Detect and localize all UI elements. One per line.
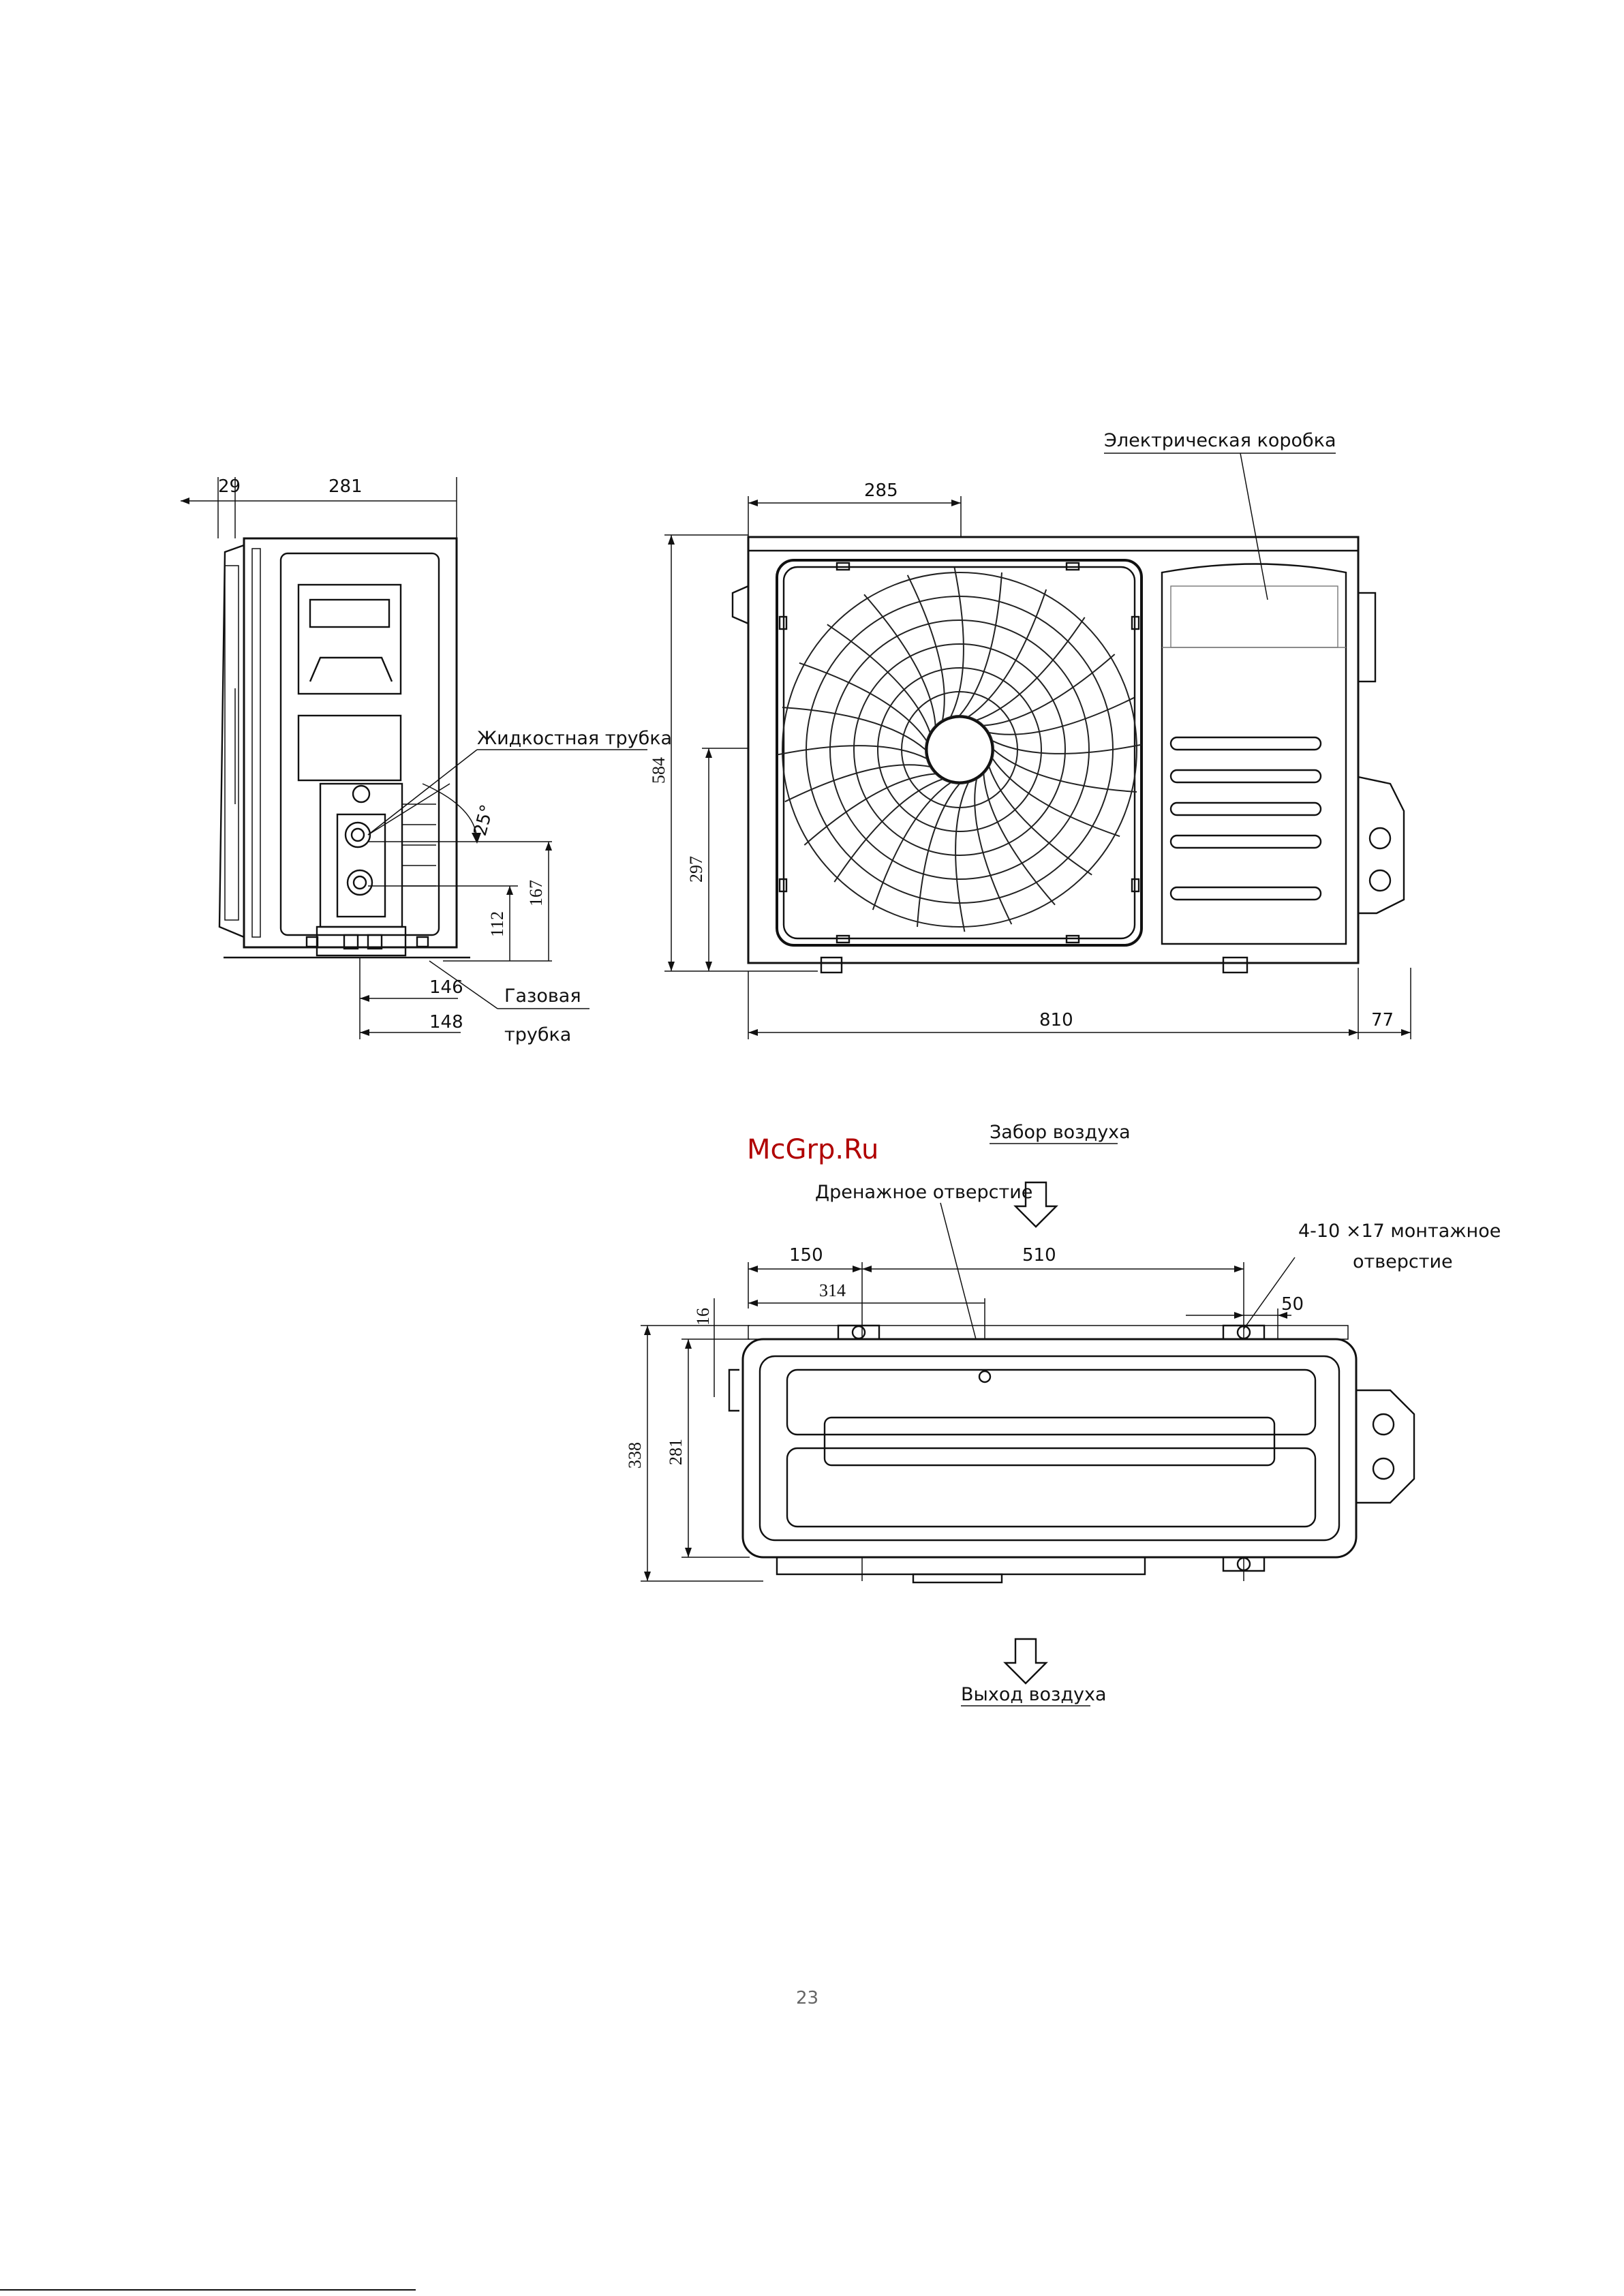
dim-25-degrees: 25° bbox=[470, 803, 498, 838]
dim-150: 150 bbox=[789, 1245, 823, 1266]
dim-167: 167 bbox=[526, 880, 546, 906]
label-gas-pipe-1: Газовая bbox=[504, 985, 581, 1007]
dim-50: 50 bbox=[1281, 1294, 1304, 1315]
label-mount-hole-1: 4-10 ×17 монтажное bbox=[1298, 1221, 1501, 1242]
label-electric-box: Электрическая коробка bbox=[1104, 430, 1336, 451]
dim-112: 112 bbox=[487, 911, 507, 937]
dim-584: 584 bbox=[649, 757, 669, 784]
dim-148: 148 bbox=[429, 1012, 463, 1032]
dim-281-side: 281 bbox=[328, 476, 363, 497]
dim-314: 314 bbox=[819, 1281, 846, 1300]
label-drain-hole: Дренажное отверстие bbox=[815, 1182, 1032, 1203]
dim-281-top: 281 bbox=[666, 1439, 686, 1465]
dim-285: 285 bbox=[864, 480, 898, 501]
watermark: McGrp.Ru bbox=[747, 1134, 878, 1165]
label-mount-hole-2: отверстие bbox=[1353, 1251, 1453, 1272]
air-outlet-arrow-icon bbox=[1005, 1639, 1046, 1683]
top-view: Забор воздуха Дренажное отверстие 4-10 ×… bbox=[625, 1122, 1501, 1706]
side-view: 29 281 bbox=[181, 476, 672, 1045]
label-air-outlet: Выход воздуха bbox=[961, 1684, 1107, 1705]
label-gas-pipe-2: трубка bbox=[504, 1024, 571, 1045]
dim-297: 297 bbox=[686, 856, 706, 883]
front-view: 285 584 297 bbox=[649, 430, 1411, 1039]
dim-77: 77 bbox=[1371, 1010, 1394, 1030]
dim-810: 810 bbox=[1039, 1010, 1073, 1030]
dim-338: 338 bbox=[625, 1442, 645, 1469]
page-number: 23 bbox=[796, 1988, 818, 2008]
dim-16: 16 bbox=[693, 1308, 713, 1326]
label-liquid-pipe: Жидкостная трубка bbox=[477, 728, 672, 749]
dim-146: 146 bbox=[429, 977, 463, 998]
label-air-intake: Забор воздуха bbox=[990, 1122, 1131, 1143]
dim-510: 510 bbox=[1022, 1245, 1056, 1266]
dim-29: 29 bbox=[218, 476, 241, 497]
